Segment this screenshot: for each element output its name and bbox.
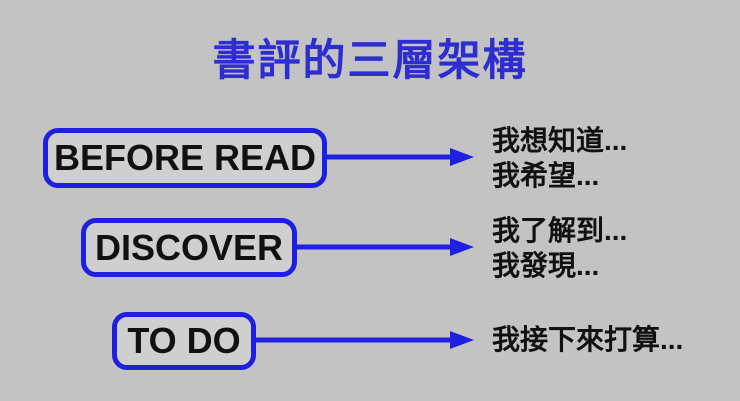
note-line: 我發現...: [492, 250, 600, 281]
note-line: 我希望...: [492, 160, 600, 191]
stage-box-before-read: BEFORE READ: [43, 128, 327, 188]
stage-box-to-do: TO DO: [112, 312, 256, 370]
arrow-discover-icon: [296, 238, 474, 256]
stage-box-discover: DISCOVER: [81, 218, 297, 277]
note-line: 我了解到...: [492, 215, 628, 246]
stage-box-discover-label: DISCOVER: [94, 226, 284, 268]
arrow-to-do-icon: [255, 331, 474, 349]
stage-box-before-read-label: BEFORE READ: [53, 137, 317, 178]
arrow-before-read-icon: [326, 148, 474, 166]
diagram-title: 書評的三層架構: [212, 37, 528, 85]
notes-before-read: 我想知道... 我希望...: [492, 123, 627, 193]
notes-discover: 我了解到... 我發現...: [492, 213, 627, 283]
note-line: 我想知道...: [492, 125, 628, 156]
notes-to-do: 我接下來打算...: [492, 322, 683, 357]
stage-box-to-do-label: TO DO: [127, 320, 241, 361]
note-line: 我接下來打算...: [492, 324, 684, 355]
